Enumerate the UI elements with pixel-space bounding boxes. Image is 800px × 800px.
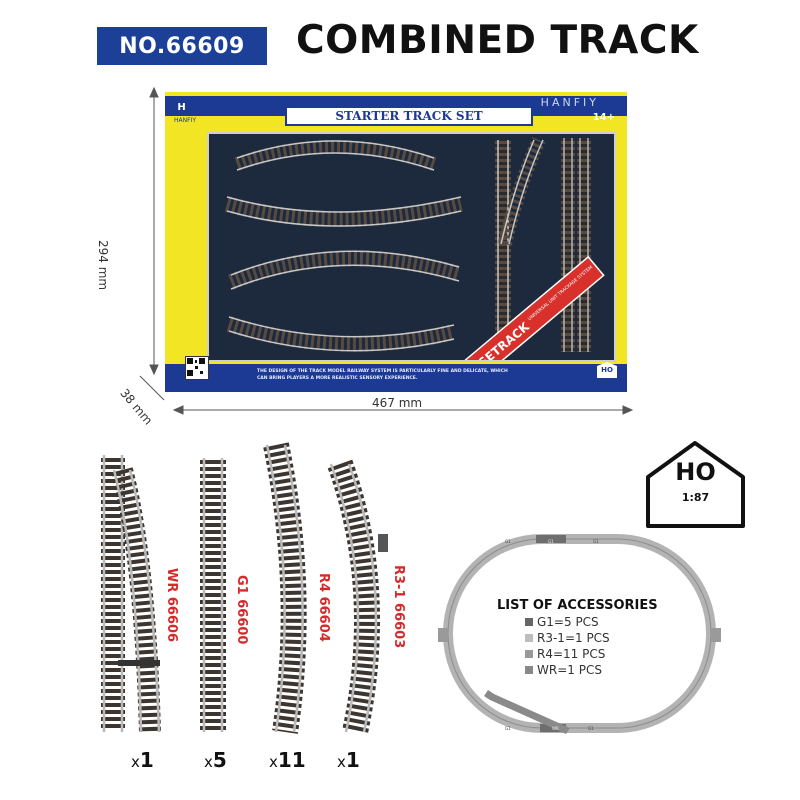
accessory-item: G1=5 PCS	[525, 615, 599, 629]
box-width-dimension: 467 mm	[372, 396, 423, 410]
quantity-wr: x1	[131, 748, 154, 772]
track-piece-r3-1	[327, 459, 388, 735]
boxed-straights	[561, 138, 591, 352]
quantity-r4: x11	[269, 748, 306, 772]
boxed-curve-1	[234, 140, 437, 171]
product-box: HANFIY H HANFIY STARTER TRACK SET 14+	[165, 92, 627, 392]
accessory-swatch	[525, 666, 533, 674]
layout-segment-label: G1	[588, 726, 594, 731]
accessory-swatch	[525, 634, 533, 642]
layout-segment-label: G1	[505, 726, 511, 731]
accessories-title: LIST OF ACCESSORIES	[497, 598, 658, 613]
accessory-swatch	[525, 650, 533, 658]
scale-name: HO	[675, 458, 716, 486]
layout-turnout-branch	[484, 690, 570, 734]
track-piece-wr	[101, 455, 161, 733]
box-logo-text: HANFIY	[174, 117, 196, 124]
boxed-track-pieces: SETRACK UNIVERSAL UNIT TRACKAGE SYSTEM	[224, 137, 605, 380]
boxed-curve-4	[226, 316, 456, 352]
layout-segment-label: G1	[593, 539, 599, 544]
model-number-badge: NO.66609	[97, 27, 267, 65]
layout-segment-label: G1	[548, 539, 554, 544]
boxed-curve-3	[228, 250, 462, 290]
brand-logo-icon: H	[174, 100, 189, 115]
ho-scale-badge: HO 1:87	[643, 440, 748, 530]
box-logo: H HANFIY	[174, 100, 206, 130]
box-brand-watermark: HANFIY	[540, 96, 599, 109]
accessory-item: WR=1 PCS	[525, 663, 602, 677]
accessory-item: R3-1=1 PCS	[525, 631, 610, 645]
boxed-turnout	[495, 137, 546, 352]
box-title: STARTER TRACK SET	[285, 106, 533, 126]
quantity-r3-1: x1	[337, 748, 360, 772]
layout-segment-label: G1	[505, 539, 511, 544]
scale-ratio: 1:87	[681, 491, 710, 504]
page-title: COMBINED TRACK	[296, 18, 699, 63]
box-description: THE DESIGN OF THE TRACK MODEL RAILWAY SY…	[257, 369, 508, 381]
box-bottom-band: THE DESIGN OF THE TRACK MODEL RAILWAY SY…	[165, 364, 627, 392]
accessory-swatch	[525, 618, 533, 626]
track-piece-g1	[200, 458, 226, 732]
layout-segment-label: WR	[552, 726, 559, 731]
quantity-g1: x5	[204, 748, 227, 772]
box-window: SETRACK UNIVERSAL UNIT TRACKAGE SYSTEM	[207, 132, 616, 380]
boxed-curve-2	[224, 196, 463, 227]
house-outline-icon	[646, 441, 745, 528]
accessory-item: R4=11 PCS	[525, 647, 605, 661]
qr-code-icon	[185, 356, 209, 380]
box-age-rating: 14+	[592, 112, 615, 123]
track-piece-r4	[263, 442, 307, 734]
box-scale-badge: HO	[597, 362, 617, 378]
